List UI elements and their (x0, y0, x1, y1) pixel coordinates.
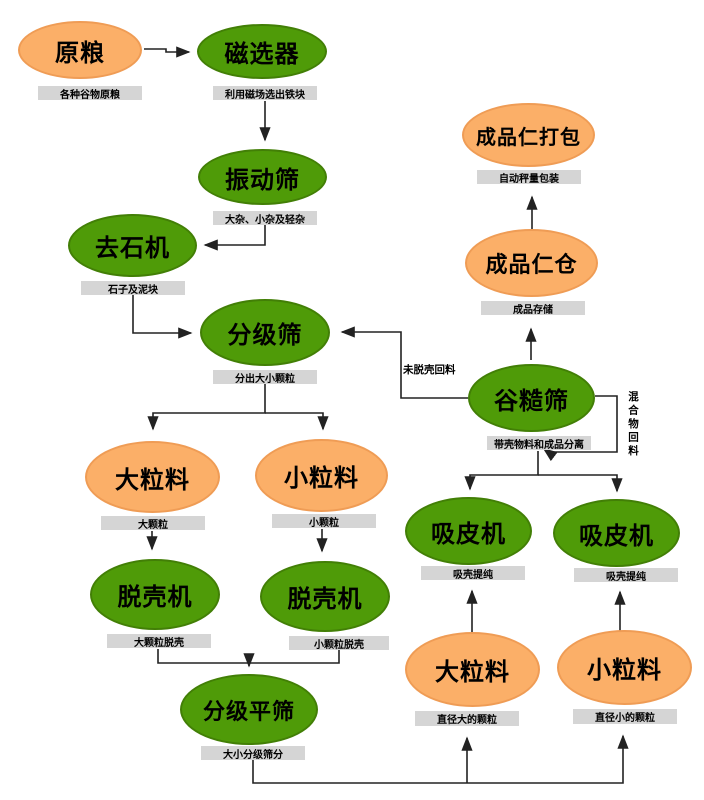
caption-small-material: 小颗粒 (272, 514, 376, 529)
node-sheller-large[interactable]: 脱壳机 (90, 559, 220, 630)
node-kernel-packing[interactable]: 成品仁打包 (462, 103, 595, 167)
node-kernel-bin[interactable]: 成品仁仓 (465, 229, 598, 297)
caption-husk-aspirator-right: 吸壳提纯 (574, 568, 678, 583)
node-raw-grain[interactable]: 原粮 (18, 21, 142, 79)
node-husk-aspirator-left[interactable]: 吸皮机 (405, 497, 532, 565)
caption-destoner: 石子及泥块 (81, 281, 185, 296)
node-vibrating-screen[interactable]: 振动筛 (198, 149, 327, 205)
caption-sheller-large: 大颗粒脱壳 (107, 634, 211, 649)
node-large-material[interactable]: 大粒料 (85, 441, 220, 513)
node-sheller-small[interactable]: 脱壳机 (260, 561, 390, 632)
node-grading-flat-screen[interactable]: 分级平筛 (180, 674, 318, 745)
caption-magnetic-separator: 利用磁场选出铁块 (213, 86, 317, 101)
node-small-material[interactable]: 小粒料 (255, 439, 388, 512)
caption-small-material-graded: 直径小的颗粒 (573, 709, 677, 724)
node-large-material-graded[interactable]: 大粒料 (405, 632, 540, 707)
caption-kernel-bin: 成品存储 (481, 301, 585, 316)
caption-large-material-graded: 直径大的颗粒 (415, 711, 519, 726)
caption-kernel-packing: 自动秤量包装 (477, 170, 581, 185)
caption-vibrating-screen: 大杂、小杂及轻杂 (213, 211, 317, 226)
caption-sheller-small: 小颗粒脱壳 (289, 636, 389, 651)
caption-raw-grain: 各种谷物原粮 (38, 86, 142, 101)
node-magnetic-separator[interactable]: 磁选器 (197, 24, 327, 79)
node-small-material-graded[interactable]: 小粒料 (557, 630, 692, 705)
edge-label-unshelled-return: 未脱壳回料 (403, 364, 456, 376)
node-destoner[interactable]: 去石机 (68, 214, 197, 277)
caption-paddy-separator: 带壳物料和成品分离 (487, 436, 591, 451)
caption-large-material: 大颗粒 (101, 516, 205, 531)
node-husk-aspirator-right[interactable]: 吸皮机 (553, 499, 680, 567)
node-grading-screen[interactable]: 分级筛 (200, 299, 330, 366)
edge-label-mixture-return: 混合物回料 (627, 391, 639, 459)
node-paddy-separator[interactable]: 谷糙筛 (468, 364, 595, 432)
caption-grading-flat-screen: 大小分级筛分 (201, 746, 305, 761)
caption-grading-screen: 分出大小颗粒 (213, 370, 317, 385)
caption-husk-aspirator-left: 吸壳提纯 (421, 566, 525, 581)
